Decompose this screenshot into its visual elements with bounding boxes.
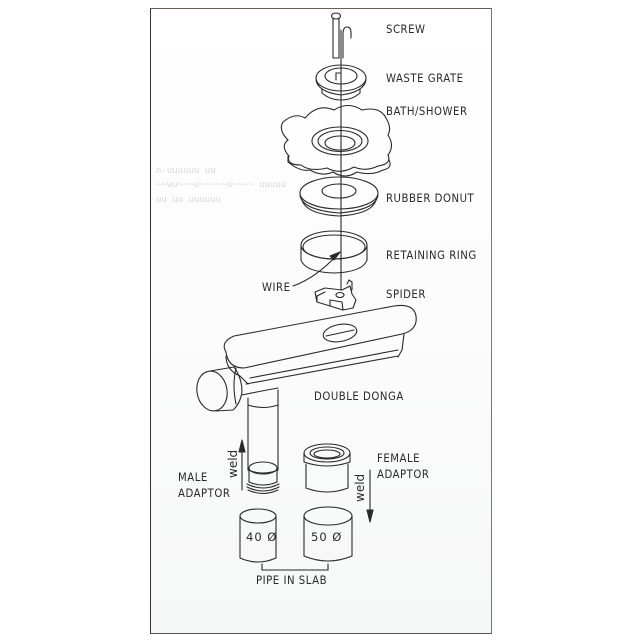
- weld-arrow-down: [366, 469, 374, 523]
- label-screw: SCREW: [386, 22, 426, 36]
- diagram-frame: [150, 8, 492, 634]
- male-adaptor-icon: [246, 461, 280, 495]
- pipe-50-icon: [303, 506, 353, 562]
- bleed-through-text-3: uu uu uuuuuu: [156, 195, 222, 205]
- bath-shower-flange-icon: [280, 104, 393, 177]
- label-retaining-ring: RETAINING RING: [386, 248, 477, 262]
- label-waste-grate: WASTE GRATE: [386, 71, 464, 85]
- female-adaptor-icon: [303, 443, 351, 493]
- pipe-40-icon: [239, 508, 277, 563]
- pipe-in-slab-bracket: [261, 563, 329, 571]
- label-female-adaptor-1: FEMALE: [377, 451, 421, 465]
- label-male-adaptor-1: MALE: [178, 470, 208, 484]
- label-wire: WIRE: [262, 280, 291, 294]
- double-donga-icon: [196, 304, 417, 474]
- bleed-through-text-2: ~~wu~~~u~~~~~u~~~~ uuuuu: [156, 180, 287, 190]
- label-double-donga: DOUBLE DONGA: [314, 389, 404, 403]
- screw-icon: [330, 12, 352, 59]
- label-weld-left: weld: [226, 449, 240, 478]
- weld-arrow-up: [238, 439, 246, 491]
- bleed-through-text-1: n-uuuuuu uu: [156, 166, 216, 176]
- spider-icon: [314, 279, 357, 311]
- rubber-donut-icon: [299, 176, 379, 217]
- label-bath-shower: BATH/SHOWER: [386, 104, 468, 118]
- waste-grate-icon: [315, 64, 367, 101]
- label-pipe-50: 50 Ø: [311, 530, 343, 544]
- retaining-ring-icon: [300, 230, 368, 274]
- label-spider: SPIDER: [386, 287, 426, 301]
- label-male-adaptor-2: ADAPTOR: [178, 486, 231, 500]
- label-pipe-in-slab: PIPE IN SLAB: [256, 573, 328, 587]
- label-female-adaptor-2: ADAPTOR: [377, 467, 430, 481]
- wire-leader-arrow: [292, 251, 341, 287]
- label-weld-right: weld: [353, 473, 367, 502]
- label-pipe-40: 40 Ø: [246, 530, 278, 544]
- label-rubber-donut: RUBBER DONUT: [386, 191, 475, 205]
